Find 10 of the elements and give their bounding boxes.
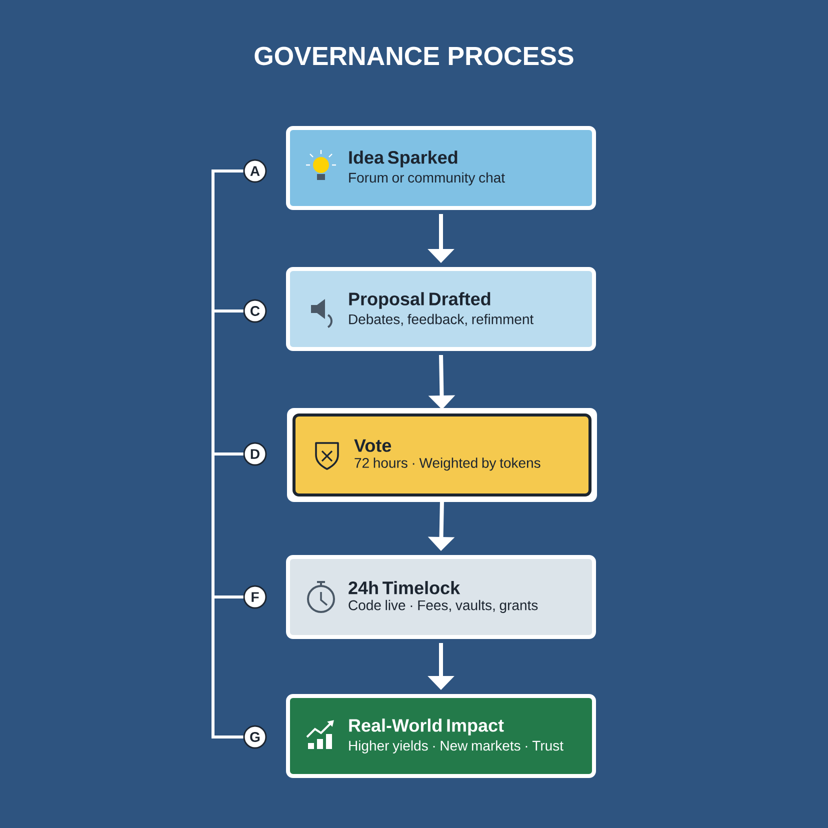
bracket-line (212, 596, 244, 738)
bracket-line (212, 170, 244, 312)
process-box: 24h Timelock Code live · Fees, vaults, grants (286, 555, 596, 639)
highlighted-box: Vote 72 hours · Weighted by tokens (287, 408, 597, 502)
bracket-line (212, 310, 244, 456)
process-box: Real-World Impact Higher yields · New markets · Trust (286, 694, 596, 778)
title: GOVERNANCE PROCESS (254, 46, 574, 66)
process-box: Idea Sparked Forum or community chat (286, 126, 596, 210)
bracket-line (212, 452, 244, 598)
process-box: Proposal Drafted Debates, feedback, refimment (286, 267, 596, 351)
